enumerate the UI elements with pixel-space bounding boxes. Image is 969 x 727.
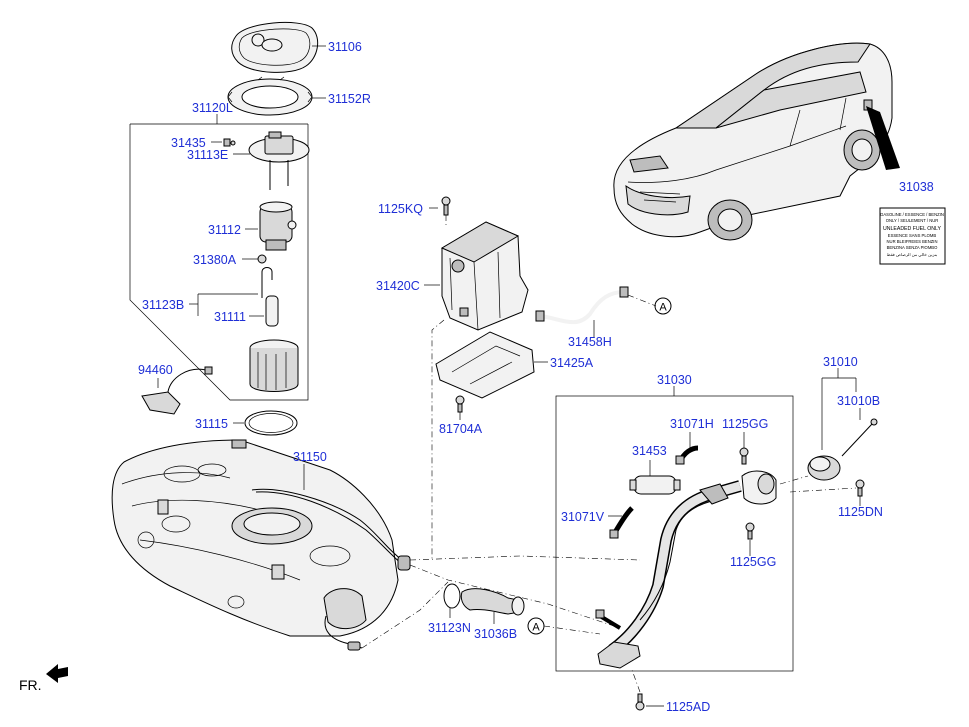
fuel-label-line-1: GASOLINE / ESSENCE / BENZIN: [880, 212, 944, 217]
canister: [440, 221, 529, 331]
clip-part: [223, 138, 236, 147]
pump-cover-plate: [231, 21, 319, 73]
fuel-label-line-4: ESSENCE SANS PLOMB: [888, 233, 937, 238]
fuel-label-line-3: UNLEADED FUEL ONLY: [883, 226, 941, 232]
part-label-31010[interactable]: 31010: [823, 355, 858, 369]
part-label-94460[interactable]: 94460: [138, 363, 173, 377]
pump-reservoir: [249, 339, 299, 392]
callout-a-lower: A: [527, 617, 545, 635]
pump-small-fitting: [257, 254, 267, 264]
filler-small-hoses: [595, 609, 622, 630]
part-label-31010B[interactable]: 31010B: [837, 394, 880, 408]
part-label-31036B[interactable]: 31036B: [474, 627, 517, 641]
part-label-1125KQ[interactable]: 1125KQ: [378, 202, 423, 216]
part-label-31420C[interactable]: 31420C: [376, 279, 420, 293]
part-label-31112[interactable]: 31112: [208, 223, 241, 237]
part-label-1125DN[interactable]: 1125DN: [838, 505, 883, 519]
breather-hose-upper: [675, 445, 699, 465]
pump-seal-ring: [244, 410, 298, 436]
part-label-31106[interactable]: 31106: [328, 40, 362, 54]
part-label-31038[interactable]: 31038: [899, 180, 934, 194]
filler-bolt-lower: [745, 522, 755, 540]
canister-bolt: [441, 196, 451, 216]
part-label-31425A[interactable]: 31425A: [550, 356, 594, 370]
part-label-31123N[interactable]: 31123N: [428, 621, 471, 635]
fuel-label-line-2: ONLY / SEULEMENT / NUR: [886, 218, 939, 223]
part-label-31453[interactable]: 31453: [632, 444, 667, 458]
hose-clamp: [443, 583, 461, 609]
cap-screw: [855, 479, 865, 497]
bracket-screw: [455, 395, 465, 413]
part-label-81704A[interactable]: 81704A: [439, 422, 483, 436]
part-label-31458H[interactable]: 31458H: [568, 335, 612, 349]
filler-hose: [460, 588, 525, 616]
front-direction-indicator: FR.: [19, 664, 68, 693]
part-label-31071V[interactable]: 31071V: [561, 510, 605, 524]
filler-bolt-bottom: [635, 693, 645, 711]
part-label-31071H[interactable]: 31071H: [670, 417, 714, 431]
part-label-31113E[interactable]: 31113E: [187, 148, 228, 162]
part-label-31030[interactable]: 31030: [657, 373, 692, 387]
check-valve: [629, 475, 681, 495]
canister-vent-hose: [535, 286, 629, 325]
fuel-strainer: [261, 267, 279, 327]
part-label-1125GG-upper[interactable]: 1125GG: [722, 417, 768, 431]
part-label-31435[interactable]: 31435: [171, 136, 206, 150]
vehicle-illustration: [613, 42, 893, 241]
fuel-pump: [259, 201, 297, 251]
pump-flange: [248, 131, 310, 190]
locking-ring: [227, 76, 313, 116]
breather-hose-lower: [609, 506, 634, 539]
fuel-label-line-5: NUR BLEIFREIES BENZIN: [887, 239, 938, 244]
part-label-31150[interactable]: 31150: [293, 450, 327, 464]
filler-neck-pipe: [597, 470, 777, 669]
fuel-type-label-sticker: GASOLINE / ESSENCE / BENZIN ONLY / SEULE…: [879, 207, 946, 265]
fuel-label-line-7: بنزين خالي من الرصاص فقط: [887, 252, 938, 257]
svg-text:A: A: [659, 302, 667, 314]
callout-a-upper: A: [654, 297, 672, 315]
canister-bracket: [435, 331, 535, 399]
part-label-31120L[interactable]: 31120L: [192, 101, 233, 115]
svg-text:A: A: [532, 622, 540, 634]
front-direction-label: FR.: [19, 677, 42, 693]
fuel-cap: [807, 455, 841, 481]
part-label-31123B[interactable]: 31123B: [142, 298, 184, 312]
fuel-tank: [111, 439, 411, 651]
part-label-31152R[interactable]: 31152R: [328, 92, 371, 106]
level-sensor: [141, 366, 213, 415]
fuel-label-line-6: BENZINA SENZA PIOMBO: [887, 245, 938, 250]
part-label-31380A[interactable]: 31380A: [193, 253, 237, 267]
part-label-1125GG-lower[interactable]: 1125GG: [730, 555, 776, 569]
part-label-31115[interactable]: 31115: [195, 417, 228, 431]
part-label-31111[interactable]: 31111: [214, 310, 246, 324]
part-label-1125AD[interactable]: 1125AD: [666, 700, 710, 714]
front-arrow-icon: [46, 664, 68, 683]
fuel-cap-tether: [841, 418, 878, 457]
filler-bolt-upper: [739, 447, 749, 465]
